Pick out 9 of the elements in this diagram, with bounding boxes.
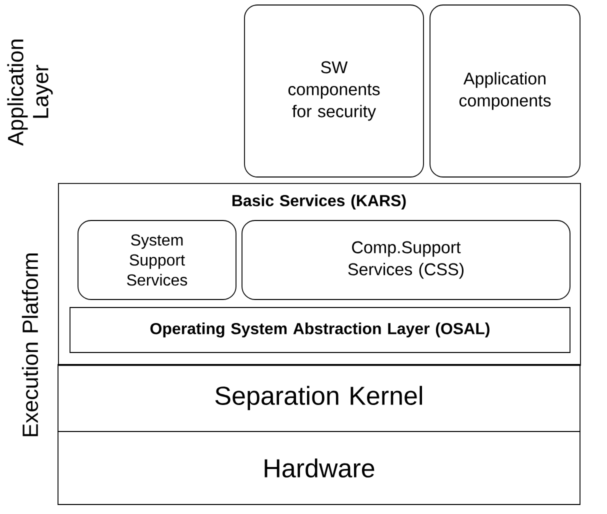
layer-box: Operating System Abstraction Layer (OSAL) — [70, 307, 570, 353]
layer-label: Execution Platform — [22, 254, 38, 436]
rounded-box: System Support Services — [78, 220, 236, 300]
rounded-box: Application components — [430, 4, 580, 178]
layer-label: Application Layer — [7, 40, 53, 146]
rounded-box: Comp.Support Services (CSS) — [242, 220, 570, 300]
rounded-box: SW components for security — [244, 4, 424, 178]
layer-box: Separation Kernel — [58, 364, 580, 432]
layer-box: Hardware — [58, 431, 580, 505]
